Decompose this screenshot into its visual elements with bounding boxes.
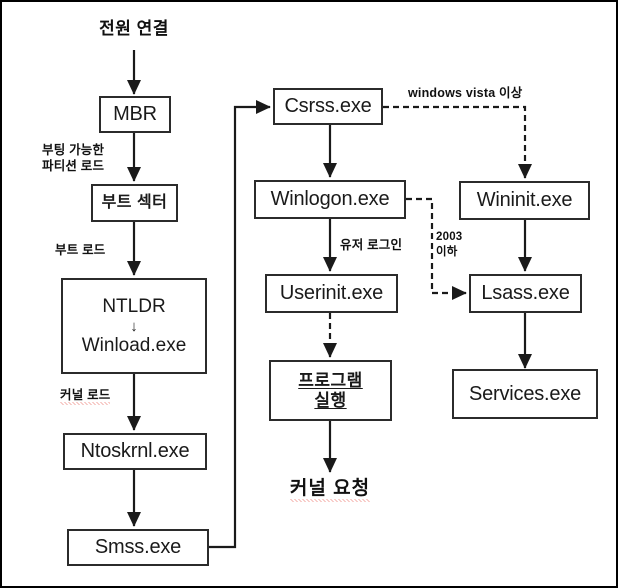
node-boot-sector[interactable]: 부트 섹터 [91,184,178,222]
node-userinit[interactable]: Userinit.exe [265,274,398,313]
edge-label-bootable-partition: 부팅 가능한 파티션 로드 [42,143,105,174]
node-winlogon[interactable]: Winlogon.exe [254,180,406,219]
outcome-label-text: 커널 요청 [289,478,371,502]
arrow-csrss-to-wininit [383,105,533,179]
node-ntldr-label: NTLDR [102,296,166,318]
edge-label-kernel-load-text: 커널 로드 [60,388,111,405]
node-smss[interactable]: Smss.exe [67,529,209,566]
edge-label-user-login: 유저 로그인 [340,238,403,252]
node-mbr[interactable]: MBR [99,96,171,133]
node-ntldr-winload[interactable]: NTLDR ↓ Winload.exe [61,278,207,374]
node-program-run-line1: 프로그램 [298,371,363,391]
node-services[interactable]: Services.exe [452,369,598,419]
node-ntoskrnl[interactable]: Ntoskrnl.exe [63,433,207,470]
node-program-run[interactable]: 프로그램 실행 [269,360,392,421]
edge-label-vista-or-higher: windows vista 이상 [408,86,523,100]
edge-label-server2003-line2: 이하 [436,246,458,258]
down-arrow-icon: ↓ [130,317,138,335]
edge-label-server2003-line1: 2003 [436,231,463,243]
node-program-run-line2: 실행 [314,390,347,410]
node-wininit[interactable]: Wininit.exe [459,181,590,220]
node-csrss[interactable]: Csrss.exe [273,88,383,125]
outcome-label-kernel-request: 커널 요청 [264,477,396,502]
node-winload-label: Winload.exe [81,334,187,356]
edge-label-boot-load: 부트 로드 [55,243,106,257]
arrow-smss-to-csrss [209,99,271,549]
diagram-title: 전원 연결 [99,19,169,38]
node-lsass[interactable]: Lsass.exe [469,274,582,313]
edge-label-kernel-load: 커널 로드 [60,387,142,405]
